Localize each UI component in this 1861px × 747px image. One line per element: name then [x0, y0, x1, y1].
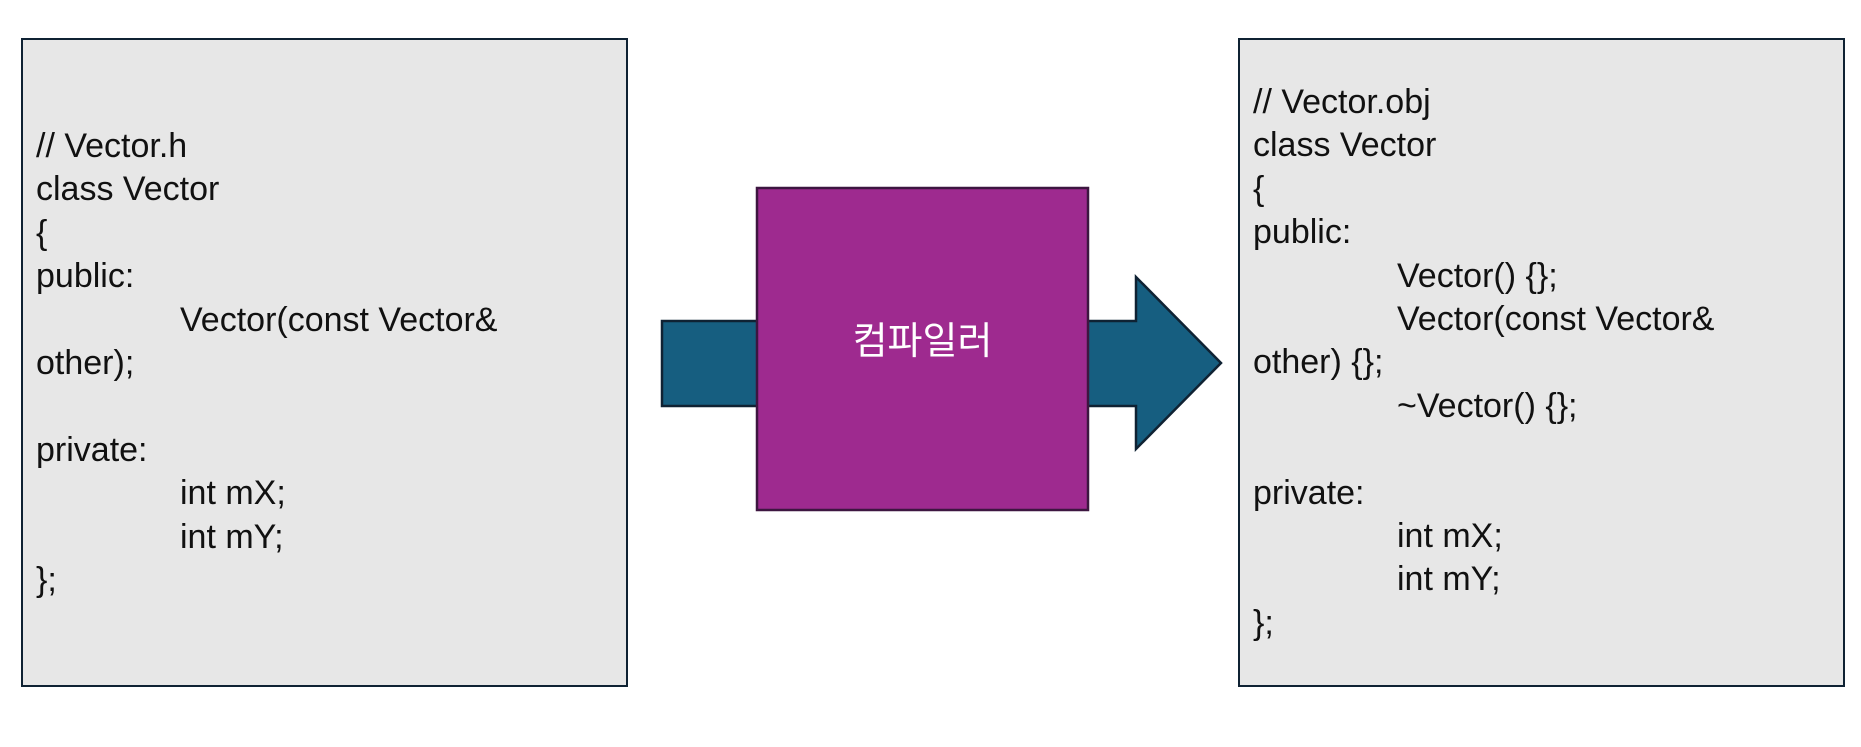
code-line: // Vector.h [36, 127, 188, 165]
code-line: class Vector [36, 170, 220, 209]
compiler-label: 컴파일러 [852, 318, 993, 363]
compiler-block [755, 186, 1090, 512]
source-code-box: // Vector.h class Vector { public: Vecto… [21, 38, 628, 687]
code-line: private: [36, 430, 148, 469]
code-line: { [1253, 169, 1265, 208]
code-line: }; [36, 560, 57, 599]
code-line: int mX; [1397, 516, 1503, 555]
code-line: public: [36, 257, 135, 296]
code-line: public: [1253, 213, 1352, 252]
code-line: { [36, 213, 48, 252]
code-line: other) {}; [1253, 343, 1384, 382]
code-line: class Vector [1253, 126, 1437, 165]
code-line: int mY; [1397, 560, 1501, 599]
code-line: other); [36, 343, 135, 382]
code-line: private: [1253, 473, 1365, 512]
code-line: }; [1253, 603, 1274, 642]
code-line: Vector(const Vector& [180, 300, 498, 339]
code-line [36, 385, 626, 428]
code-line [1253, 428, 1843, 471]
code-line: ~Vector() {}; [1397, 386, 1578, 425]
code-line: int mX; [180, 474, 286, 513]
code-line: // Vector.obj [1253, 83, 1431, 121]
code-line: Vector() {}; [1397, 256, 1558, 295]
code-line: int mY; [180, 517, 284, 556]
code-line: Vector(const Vector& [1397, 299, 1715, 338]
object-code-box: // Vector.obj class Vector { public: Vec… [1238, 38, 1845, 687]
